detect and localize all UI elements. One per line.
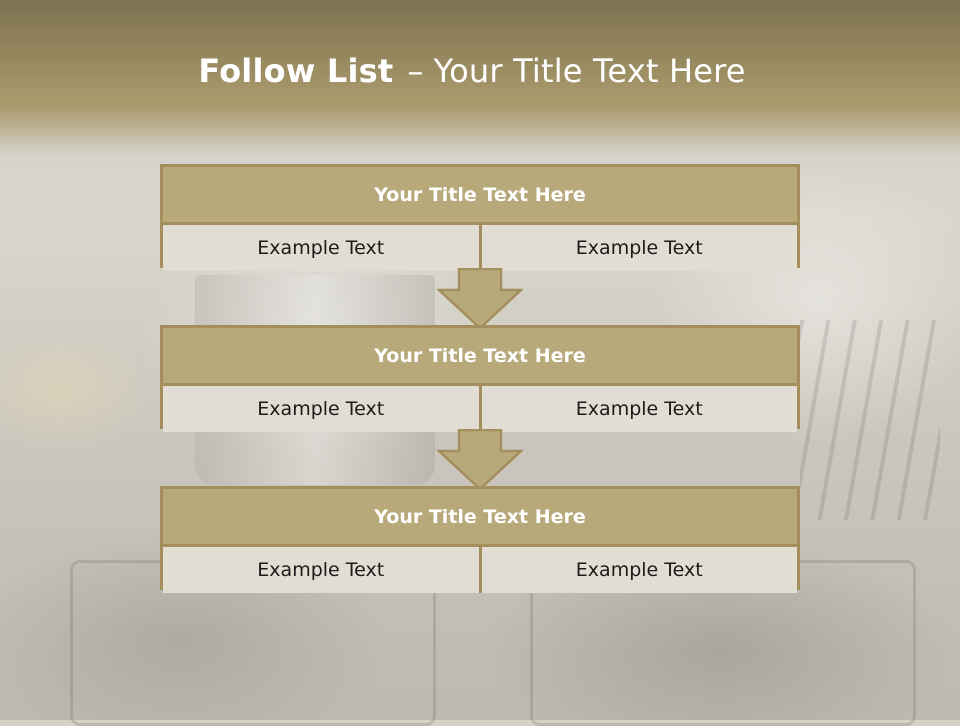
block-row: Example Text Example Text xyxy=(163,544,797,593)
block-title: Your Title Text Here xyxy=(163,328,797,383)
block-title: Your Title Text Here xyxy=(163,167,797,222)
header-band xyxy=(0,0,960,155)
block-cell-left: Example Text xyxy=(163,547,479,593)
list-block-2: Your Title Text Here Example Text Exampl… xyxy=(160,325,800,432)
block-cell-right: Example Text xyxy=(478,547,797,593)
block-cell-right: Example Text xyxy=(478,225,797,271)
block-cell-right: Example Text xyxy=(478,386,797,432)
down-arrow-icon xyxy=(437,429,523,491)
block-cell-left: Example Text xyxy=(163,225,479,271)
list-block-1: Your Title Text Here Example Text Exampl… xyxy=(160,164,800,271)
list-block-3: Your Title Text Here Example Text Exampl… xyxy=(160,486,800,593)
block-row: Example Text Example Text xyxy=(163,222,797,271)
slide-title-bold: Follow List xyxy=(198,52,394,90)
utensil-rack-shape xyxy=(800,320,940,520)
block-row: Example Text Example Text xyxy=(163,383,797,432)
block-cell-left: Example Text xyxy=(163,386,479,432)
slide-title-rest: Your Title Text Here xyxy=(433,52,746,90)
down-arrow-icon xyxy=(437,268,523,330)
slide-title: Follow List–Your Title Text Here xyxy=(0,52,944,90)
block-title: Your Title Text Here xyxy=(163,489,797,544)
slide-title-separator: – xyxy=(407,52,424,90)
